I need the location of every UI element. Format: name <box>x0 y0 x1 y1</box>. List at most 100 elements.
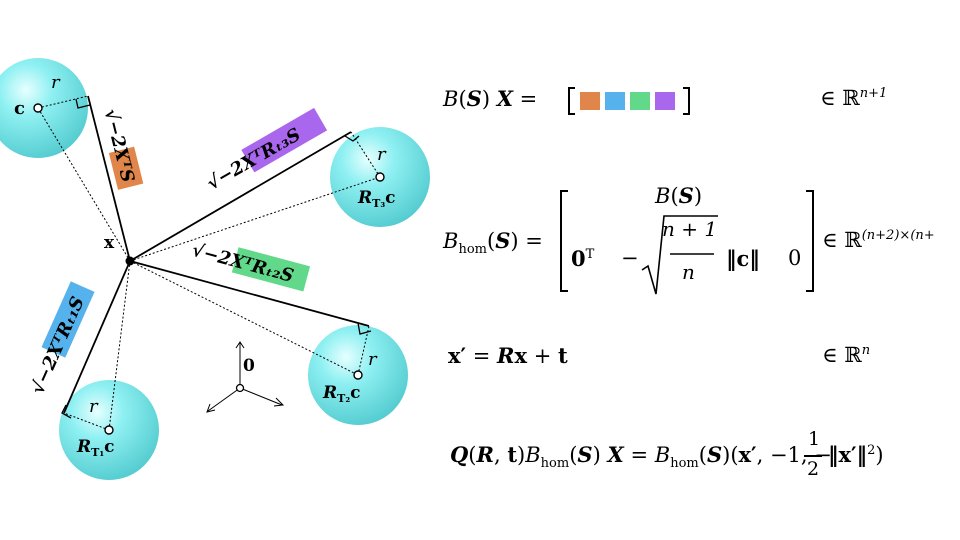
frac-denominator: n <box>682 260 695 284</box>
eq1-member: ∈ ℝ <box>820 86 860 110</box>
orange-highlight <box>108 146 144 190</box>
eq2-hom: hom <box>458 242 487 258</box>
origin-axes <box>206 341 285 413</box>
matrix-frac-num: n + 1 <box>662 217 717 241</box>
eq4-half-den: 2 <box>807 458 819 480</box>
vector-blue-cell <box>605 92 625 110</box>
eq4-R: R <box>476 442 494 467</box>
matrix-norm-c: ‖c‖ <box>726 246 760 271</box>
eq3-plus: + <box>533 344 552 368</box>
eq4-neg: − <box>814 443 832 467</box>
eq4-t: t <box>507 442 518 467</box>
eq1-X: X <box>496 86 513 111</box>
matrix-row-1: B(S) <box>655 183 703 208</box>
eq4-B2: B <box>654 443 671 467</box>
distance-label-green: √−2XᵀRₜ₂S <box>190 240 311 292</box>
radius-label-t2: r <box>368 349 378 370</box>
svg-text:√−2XᵀS: √−2XᵀS <box>100 107 138 185</box>
green-highlight <box>231 247 311 292</box>
half-numerator: 1 <box>808 428 821 450</box>
eq2-B: B <box>443 229 459 253</box>
svg-text:√−2XᵀRₜ₃S: √−2XᵀRₜ₃S <box>204 124 305 194</box>
matrix-bracket-right <box>806 190 814 292</box>
eq2-equals: = <box>525 229 543 253</box>
eq4-squared: 2 <box>867 443 876 458</box>
matrix-S: S <box>678 183 694 208</box>
eq1-S: S <box>466 86 482 111</box>
right-angle-markers <box>61 98 372 419</box>
eq2-member: ∈ ℝ <box>822 228 862 252</box>
origin-dot <box>235 383 245 393</box>
center-label-rt2c: RT₂c <box>322 383 361 405</box>
dotted-lines <box>37 95 381 431</box>
frac-numerator: n + 1 <box>662 217 718 241</box>
eq3-member: ∈ ℝ <box>822 343 862 367</box>
equation-2-lhs: Bhom(S) = <box>443 228 543 258</box>
eq3-power: n <box>861 343 871 358</box>
eq4-neg-one: −1 <box>769 443 801 467</box>
vector-orange-cell <box>580 92 600 110</box>
eq2-S: S <box>495 228 511 253</box>
matrix-B: B <box>655 184 671 208</box>
equation-4: Q(R, t)Bhom(S) X = Bhom(S)(x′, −1, − <box>450 442 832 472</box>
matrix-zero: 0 <box>571 246 586 271</box>
equation-1: B(S) X = <box>443 86 538 111</box>
equation-1-membership: ∈ ℝn+1 <box>820 86 887 110</box>
origin-label: 0 <box>243 356 255 376</box>
eq4-Q: Q <box>450 442 469 467</box>
purple-highlight <box>241 107 328 173</box>
center-label-rt1c: RT₁c <box>76 437 115 459</box>
eq4-norm-x-prime: ‖x′‖ <box>828 442 868 467</box>
distance-label-blue: √−2XᵀRₜ₁S <box>27 281 95 398</box>
eq4-S2: S <box>706 442 723 467</box>
eq3-x-prime: x′ <box>448 343 467 368</box>
eq2-power: (n+2)×(n+ <box>861 228 935 243</box>
matrix-transpose: T <box>585 247 595 262</box>
svg-text:√−2XᵀRₜ₁S: √−2XᵀRₜ₁S <box>27 294 89 398</box>
vector-purple-cell <box>655 92 675 110</box>
matrix-bracket-left <box>560 190 568 292</box>
matrix-minus-sign: − <box>621 246 639 270</box>
tangent-lines <box>63 95 370 414</box>
radius-label-t1: r <box>89 396 99 417</box>
color-vector <box>568 87 696 115</box>
eq4-half-bar <box>804 455 822 457</box>
query-point-dot <box>125 256 135 266</box>
eq3-x: x <box>514 343 528 368</box>
eq4-equals: = <box>630 443 649 467</box>
eq4-norm: ‖x′‖2) <box>828 442 884 467</box>
matrix-zero-T: 0T <box>571 246 594 271</box>
eq1-equals: = <box>519 87 538 111</box>
eq4-B: B <box>525 443 541 467</box>
norm-c: ‖c‖ <box>726 246 760 271</box>
half-denominator: 2 <box>807 458 820 480</box>
eq4-half-num: 1 <box>808 428 820 450</box>
eq4-S: S <box>577 442 593 467</box>
sphere-top-left <box>0 58 88 158</box>
eq4-x-prime: x′ <box>738 442 757 467</box>
eq3-R: R <box>497 343 515 368</box>
matrix-frac-den: n <box>682 260 695 284</box>
center-points <box>33 103 385 435</box>
center-label-rt3c: RT₃c <box>357 188 396 210</box>
radius-label-t3: r <box>377 144 387 165</box>
eq3-t: t <box>558 343 568 368</box>
center-label-c: c <box>14 98 25 119</box>
eq4-hom2: hom <box>670 456 699 472</box>
matrix-minus: − <box>621 246 639 270</box>
last-zero: 0 <box>788 246 802 270</box>
svg-text:√−2XᵀRₜ₂S: √−2XᵀRₜ₂S <box>190 240 296 287</box>
eq1-power: n+1 <box>859 86 888 101</box>
distance-label-orange: √−2XᵀS <box>100 107 144 190</box>
blue-highlight <box>41 281 95 358</box>
equation-3: x′ = Rx + t <box>448 343 568 368</box>
radius-label-topleft: r <box>51 72 61 93</box>
equation-2-membership: ∈ ℝ(n+2)×(n+ <box>822 228 935 252</box>
vector-green-cell <box>630 92 650 110</box>
eq4-hom: hom <box>540 456 570 472</box>
eq3-equals: = <box>472 344 491 368</box>
equation-3-membership: ∈ ℝn <box>822 343 870 367</box>
eq4-X: X <box>607 442 624 467</box>
query-point-label: x <box>104 233 115 253</box>
